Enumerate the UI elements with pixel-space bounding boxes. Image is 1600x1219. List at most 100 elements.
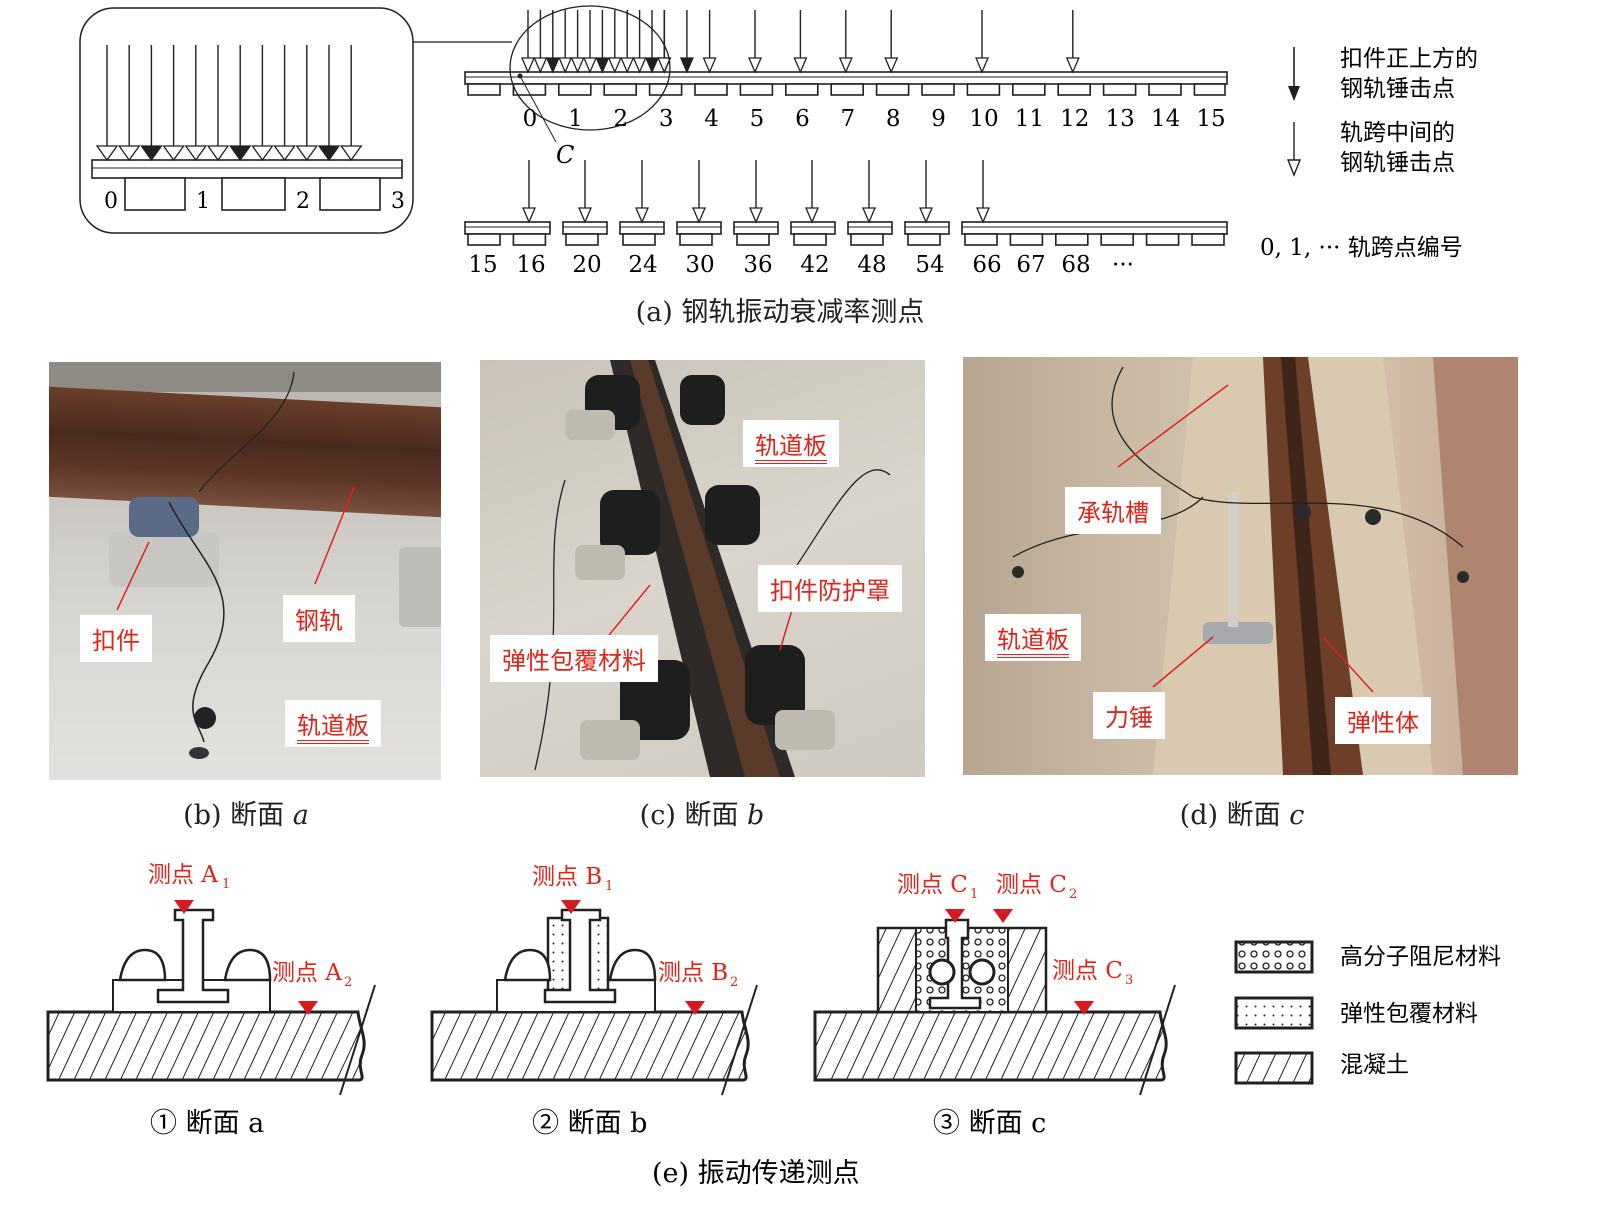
marker-b1 bbox=[561, 900, 581, 914]
sleeper bbox=[512, 233, 547, 246]
open-arrow-icon bbox=[793, 57, 808, 74]
caption-e1: ① 断面 a bbox=[150, 1108, 264, 1139]
zoom-circle bbox=[509, 5, 671, 131]
span-label: 8 bbox=[886, 106, 901, 132]
rail-profile bbox=[156, 908, 230, 1004]
sleeper bbox=[622, 233, 656, 246]
sleeper bbox=[830, 83, 865, 96]
legend-swatch-damping bbox=[1234, 940, 1314, 974]
marker-a2 bbox=[298, 1001, 318, 1015]
label-b1: 测点 B bbox=[532, 864, 602, 890]
tag-fastener: 扣件 bbox=[80, 615, 152, 662]
span-label: 16 bbox=[516, 252, 545, 278]
photo-section-c: 承轨槽 轨道板 力锤 弹性体 bbox=[963, 357, 1518, 775]
inset-frame bbox=[79, 7, 414, 234]
rail-beam bbox=[676, 221, 722, 235]
open-arrow-icon bbox=[273, 145, 296, 162]
span-label: 2 bbox=[613, 106, 628, 132]
label-a1: 测点 A bbox=[148, 862, 218, 888]
sleeper bbox=[964, 233, 998, 246]
sleeper bbox=[319, 177, 381, 211]
open-arrow-icon bbox=[635, 207, 649, 224]
caption-c: (c) 断面 b bbox=[640, 793, 765, 832]
label-c2: 测点 C bbox=[996, 872, 1067, 898]
concrete-slab bbox=[813, 1010, 1168, 1082]
sleeper bbox=[875, 83, 910, 96]
sleeper bbox=[694, 83, 728, 96]
open-arrow-icon bbox=[749, 207, 763, 224]
legend-text: 钢轨锤击点 bbox=[1340, 150, 1455, 176]
legend-damping: 高分子阻尼材料 bbox=[1340, 944, 1501, 970]
span-label: 66 bbox=[972, 252, 1001, 278]
open-arrow-icon bbox=[184, 145, 208, 162]
rail-beam bbox=[904, 221, 950, 235]
open-arrow-icon bbox=[1065, 57, 1080, 74]
section-b-drawing bbox=[430, 900, 758, 1096]
label-b1-sub: 1 bbox=[605, 879, 613, 894]
rail-beam bbox=[847, 221, 893, 235]
rail-profile bbox=[543, 908, 617, 1004]
photo-section-a: 扣件 钢轨 轨道板 bbox=[49, 362, 441, 780]
rail-beam bbox=[790, 221, 836, 235]
caption-d-prefix: (d) 断面 bbox=[1179, 800, 1290, 831]
caption-e2: ② 断面 b bbox=[532, 1108, 647, 1139]
span-label: 54 bbox=[915, 252, 944, 278]
sleeper bbox=[1055, 233, 1089, 246]
span-label: 36 bbox=[743, 252, 772, 278]
caption-d-var: c bbox=[1289, 800, 1305, 831]
sleeper bbox=[467, 83, 501, 96]
span-label: 0 bbox=[523, 106, 538, 132]
caption-b-prefix: (b) 断面 bbox=[183, 800, 293, 831]
sleeper bbox=[565, 233, 599, 246]
concrete-slab bbox=[46, 1010, 366, 1082]
fastener-clips bbox=[118, 948, 272, 982]
marker-b2 bbox=[685, 1001, 705, 1015]
sleeper bbox=[1057, 83, 1091, 96]
open-arrow-icon bbox=[607, 57, 622, 74]
legend-text: 钢轨锤击点 bbox=[1340, 76, 1455, 102]
caption-b: (b) 断面 a bbox=[183, 793, 309, 832]
sleeper bbox=[736, 233, 770, 246]
label-a2-sub: 2 bbox=[344, 975, 352, 990]
caption-a: (a) 钢轨振动衰减率测点 bbox=[635, 297, 925, 328]
open-arrow-icon bbox=[692, 207, 706, 224]
sleeper bbox=[467, 233, 501, 246]
open-arrow-icon bbox=[295, 145, 319, 162]
inset-label-1: 1 bbox=[196, 189, 210, 214]
span-label: 15 bbox=[1196, 106, 1225, 132]
tag-slab: 轨道板 bbox=[285, 700, 381, 747]
span-label: 4 bbox=[704, 106, 719, 132]
sleeper bbox=[512, 83, 547, 96]
open-arrow-icon bbox=[95, 145, 119, 162]
sleeper bbox=[221, 177, 286, 211]
span-label: 3 bbox=[659, 106, 674, 132]
inset-detail bbox=[91, 45, 403, 211]
tag-slab-text: 轨道板 bbox=[297, 712, 369, 744]
span-label: 1 bbox=[568, 106, 583, 132]
span-label: 20 bbox=[572, 252, 601, 278]
sleeper bbox=[1102, 83, 1137, 96]
filled-arrow-icon bbox=[545, 57, 560, 74]
open-arrow-icon bbox=[533, 57, 548, 74]
open-arrow-icon bbox=[522, 207, 536, 224]
open-arrow-icon bbox=[583, 57, 597, 74]
open-arrow-icon bbox=[558, 57, 573, 74]
concrete-slab bbox=[430, 1010, 750, 1082]
caption-c-prefix: (c) 断面 bbox=[639, 800, 748, 831]
span-label: 5 bbox=[750, 106, 765, 132]
inset-label-0: 0 bbox=[104, 189, 118, 214]
label-c3: 测点 C bbox=[1052, 958, 1123, 984]
fastener-clips bbox=[503, 948, 657, 982]
sleeper bbox=[921, 83, 955, 96]
open-arrow-icon bbox=[884, 57, 899, 74]
caption-b-var: a bbox=[292, 800, 309, 831]
label-b2: 测点 B bbox=[658, 960, 728, 986]
sleeper bbox=[850, 233, 884, 246]
open-arrow-icon bbox=[578, 207, 592, 224]
span-label: 42 bbox=[800, 252, 829, 278]
span-label: 11 bbox=[1015, 106, 1044, 132]
sleeper bbox=[966, 83, 1001, 96]
